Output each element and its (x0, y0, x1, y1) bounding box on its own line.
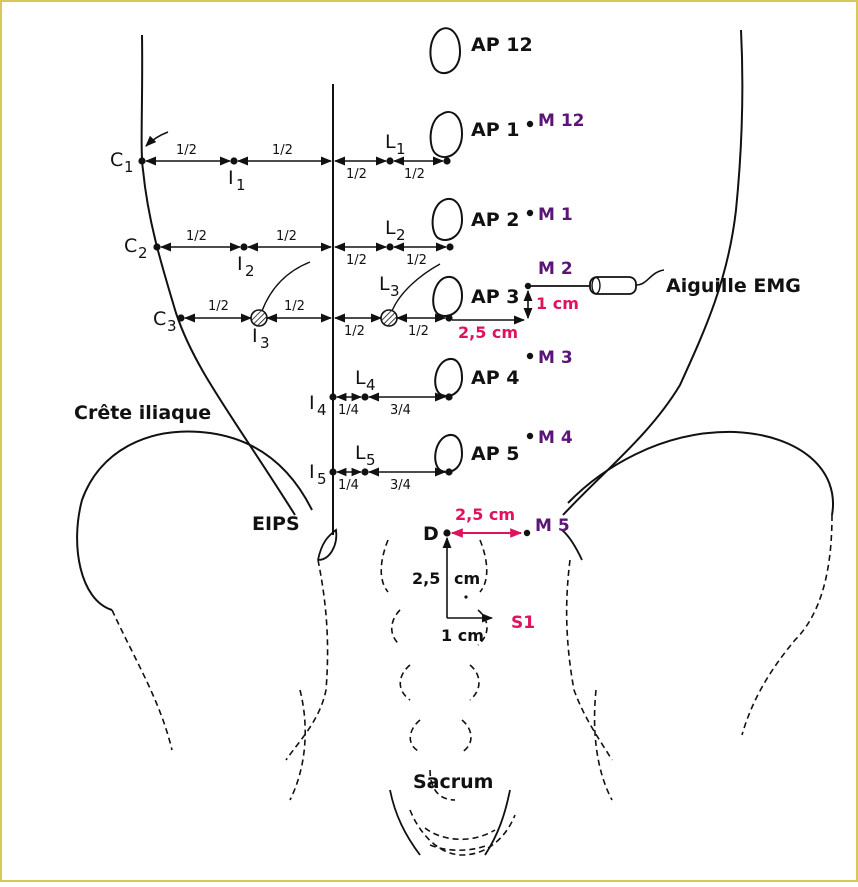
i4-sub: 4 (317, 401, 327, 419)
c3-letter: C (153, 308, 166, 330)
m4-label: M 4 (538, 428, 573, 448)
c1-letter: C (110, 149, 123, 171)
needle-label: Aiguille EMG (666, 275, 801, 297)
row-5 (329, 468, 452, 475)
frac-i4-l4: 1/4 (338, 403, 359, 418)
ap3-label: AP 3 (471, 286, 519, 308)
ap4-label: AP 4 (471, 367, 519, 389)
frac-c3-i3: 1/2 (208, 299, 229, 314)
l2-letter: L (385, 217, 396, 239)
frac-i5-l5: 1/4 (338, 478, 359, 493)
dist-1cm-label: 1 cm (536, 294, 579, 313)
crest-label: Crête iliaque (74, 402, 211, 424)
c3-sub: 3 (167, 317, 177, 335)
frac-i1-mid: 1/2 (272, 143, 293, 158)
i2-letter: I (237, 253, 243, 275)
row-2 (153, 243, 453, 250)
frac-i3-mid: 1/2 (284, 299, 305, 314)
c1-sub: 1 (124, 158, 134, 176)
l1-letter: L (385, 131, 396, 153)
ap12-label: AP 12 (471, 34, 533, 56)
d-m5-label: 2,5 cm (455, 505, 515, 524)
frac-i2-mid: 1/2 (276, 229, 297, 244)
right-iliac-crest (568, 432, 833, 515)
pelvis-dashed (112, 515, 832, 855)
ap1-label: AP 1 (471, 119, 519, 141)
i1-letter: I (228, 167, 234, 189)
i4-letter: I (309, 392, 315, 414)
m5-point (524, 530, 530, 536)
d-label: D (423, 523, 439, 545)
frac-mid-l2: 1/2 (346, 253, 367, 268)
m1-label: M 1 (538, 205, 573, 225)
frac-l4-ap4: 3/4 (390, 403, 411, 418)
ap5-label: AP 5 (471, 443, 519, 465)
sacrum-label: Sacrum (413, 771, 493, 793)
l4-sub: 4 (366, 376, 376, 394)
i1-sub: 1 (236, 176, 246, 194)
i2-sub: 2 (245, 262, 255, 280)
eips-label: EIPS (252, 513, 300, 535)
needle-icon (590, 270, 664, 294)
vert-25-num: 2,5 (412, 569, 440, 588)
ap2-label: AP 2 (471, 209, 519, 231)
d-point (443, 529, 450, 536)
frac-l2-ap2: 1/2 (406, 253, 427, 268)
dist-25cm-label: 2,5 cm (458, 323, 518, 342)
m2-label: M 2 (538, 259, 573, 279)
l3-letter: L (379, 273, 390, 295)
frac-c2-i2: 1/2 (186, 229, 207, 244)
frac-l1-ap1: 1/2 (404, 167, 425, 182)
m1-point (527, 210, 533, 216)
right-flank-line (563, 30, 742, 515)
m12-label: M 12 (538, 111, 585, 131)
m4-point (527, 433, 533, 439)
row-3 (177, 262, 452, 326)
i5-sub: 5 (317, 470, 327, 488)
l5-sub: 5 (366, 451, 376, 469)
frac-l3-ap3: 1/2 (408, 324, 429, 339)
spinous-processes (430, 28, 462, 472)
s1-label: S1 (511, 613, 535, 633)
frac-mid-l3: 1/2 (344, 324, 365, 339)
frac-l5-ap5: 3/4 (390, 478, 411, 493)
c2-sub: 2 (138, 244, 148, 262)
m3-point (527, 353, 533, 359)
sacrum-right-lower (485, 790, 510, 855)
i3-sub: 3 (260, 334, 270, 352)
l3-sub: 3 (390, 282, 400, 300)
l4-letter: L (355, 367, 366, 389)
m3-label: M 3 (538, 348, 573, 368)
s1-1cm-label: 1 cm (441, 626, 484, 645)
s1-marker-dot (464, 595, 467, 598)
l5-letter: L (355, 442, 366, 464)
frac-mid-l1: 1/2 (346, 167, 367, 182)
vert-25-unit: cm (454, 569, 480, 588)
frac-c1-i1: 1/2 (176, 143, 197, 158)
row-4 (329, 393, 452, 400)
i5-letter: I (309, 461, 315, 483)
c2-letter: C (124, 235, 137, 257)
left-flank-line (142, 35, 295, 515)
l2-sub: 2 (396, 226, 406, 244)
m12-point (527, 121, 533, 127)
i3-letter: I (252, 325, 258, 347)
l1-sub: 1 (396, 140, 406, 158)
m5-label: M 5 (535, 516, 570, 536)
